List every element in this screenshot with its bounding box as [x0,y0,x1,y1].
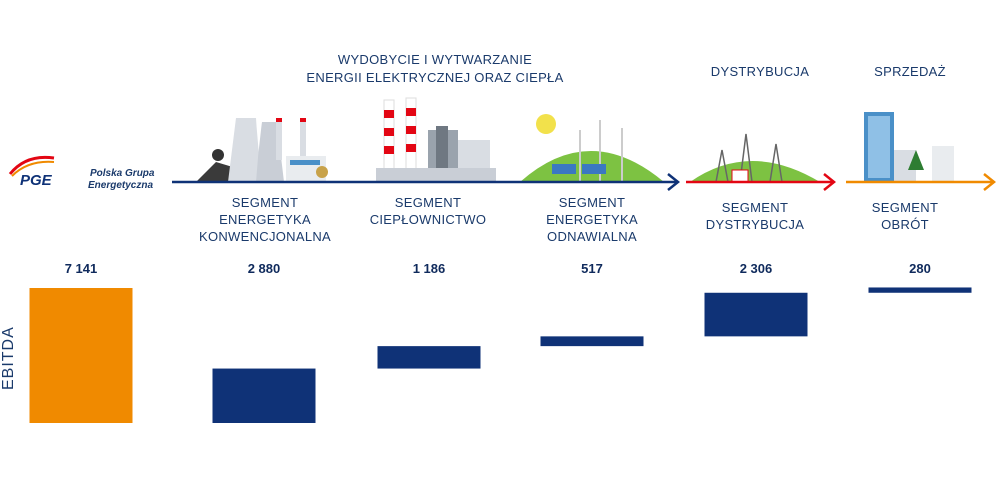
pge-logo-icon [8,155,55,177]
segment-label-line: SEGMENT [558,195,626,210]
company-name-line1: Polska Grupa [90,168,155,179]
sales-icon [864,112,954,182]
value-label-0: 7 141 [65,261,98,276]
segment-label-renewables: SEGMENT ENERGETYKA ODNAWIALNA [522,194,662,245]
segment-label-distribution: SEGMENT DYSTRYBUCJA [685,199,825,233]
heating-plant-icon [376,97,496,182]
segment-label-line: SEGMENT [231,195,299,210]
segment-label-line: SEGMENT [721,200,789,215]
value-label-2: 1 186 [413,261,446,276]
segment-label-line: KONWENCJONALNA [198,229,332,244]
ebitda-waterfall-chart: 7 141 2 880 1 186 517 2 306 280 [29,261,972,423]
segment-label-line: SEGMENT [394,195,462,210]
company-name-line2: Energetyczna [88,180,154,191]
segment-label-line: SEGMENT [871,200,939,215]
header-main: WYDOBYCIE I WYTWARZANIE ENERGII ELEKTRYC… [270,51,600,87]
renewables-icon [520,114,664,182]
value-label-3: 517 [581,261,603,276]
bar-3 [540,336,644,347]
bar-4 [704,292,808,337]
header-main-line2: ENERGII ELEKTRYCZNEJ ORAZ CIEPŁA [306,70,564,85]
distribution-icon [690,133,820,183]
conventional-plant-icon [196,118,328,182]
segment-label-line: CIEPŁOWNICTWO [369,212,487,227]
segment-label-line: ODNAWIALNA [547,229,637,244]
segment-label-heating: SEGMENT CIEPŁOWNICTWO [358,194,498,228]
bar-0 [29,288,133,423]
segment-label-conventional: SEGMENT ENERGETYKA KONWENCJONALNA [190,194,340,245]
segment-label-line: DYSTRYBUCJA [705,217,805,232]
header-distribution: DYSTRYBUCJA [710,64,810,79]
value-label-4: 2 306 [740,261,773,276]
segment-label-sales: SEGMENT OBRÓT [845,199,965,233]
header-main-line1: WYDOBYCIE I WYTWARZANIE [337,52,533,67]
value-label-1: 2 880 [248,261,281,276]
bar-2 [377,346,481,369]
header-sales: SPRZEDAŻ [874,64,946,79]
segment-label-line: ENERGETYKA [546,212,638,227]
value-label-5: 280 [909,261,931,276]
pge-logo: PGE [6,152,86,192]
segment-label-line: OBRÓT [881,217,929,232]
bar-1 [212,368,316,423]
value-chain-illustration [172,97,997,191]
bar-5 [868,287,972,293]
logo-wordmark: PGE [20,172,52,189]
segment-label-line: ENERGETYKA [219,212,311,227]
